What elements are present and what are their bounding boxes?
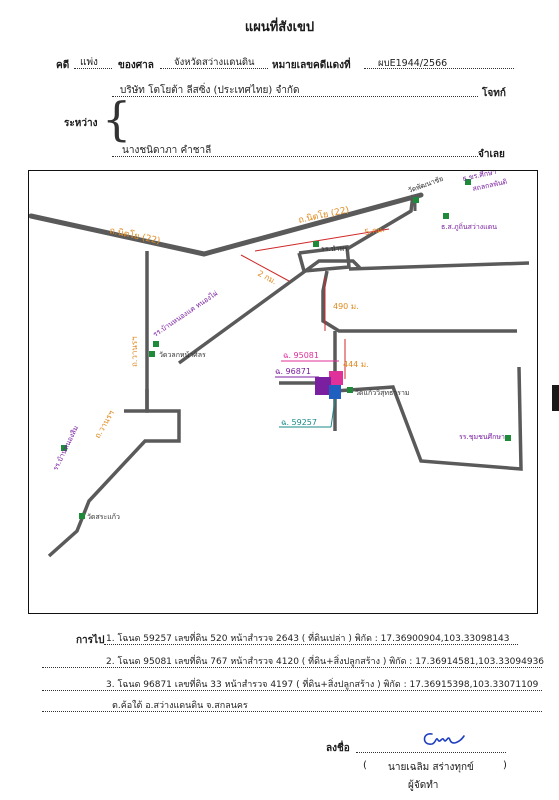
parcel-59257-leader [330,398,336,428]
marker-school-north [465,179,471,185]
distance-label-5km: 5 กม. [364,225,386,237]
court-name: จังหวัดสว่างแดนดิน [174,57,255,68]
road-north-branch [346,194,415,251]
parcel-label-96871: ฉ. 96871 [275,367,311,376]
name-close-paren: ) [503,760,507,771]
road-east [348,261,530,271]
map-drawing: ถ.นิตโย (22) ถ.นิตโย (22) ถ.วานรฯ ถ.วานร… [29,171,530,558]
road-central-block [297,245,351,273]
parcel-95081 [329,371,343,385]
court-name-line [160,68,268,69]
marker-school-nongsim [61,445,67,451]
place-label-school-nongkhae: รร.บ้านหนองแค หนองไผ่ [151,289,219,339]
parcel-label-59257: ฉ. 59257 [281,418,317,427]
page-edge-tab [552,385,559,411]
marker-school-namphon [313,241,319,247]
place-label-wat-phatthanachai: วัดพัฒนาชัย [407,175,444,195]
red-case-line [364,68,514,69]
distance-label-2km: 2 กม. [256,269,278,286]
place-label-wat-wonkna: วัดวลกหน้าศิลร [159,351,206,359]
road-west [47,251,181,558]
landmark-markers [61,179,511,519]
marker-school-nongkhae [153,341,159,347]
place-label-wat-kaeowisut: วัดแก้ววิสุทธาราม [355,389,409,397]
defendant-line [112,156,478,157]
direction-item-1: 1. โฉนด 59257 เลขที่ดิน 520 หน้าสำรวจ 26… [106,634,510,644]
distance-marker-2km [240,254,290,282]
place-label-bank: ธ.ส.ภูถิ่นสว่างแดน [441,222,497,231]
plaintiff-name: บริษัท โตโยต้า ลีสซิ่ง (ประเทศไทย) จำกัด [120,85,300,96]
plaintiff-line [112,96,478,97]
signer-role: ผู้จัดทำ [408,780,439,791]
distance-marker-5km [254,228,390,252]
marker-school-community [505,435,511,441]
marker-bank [443,213,449,219]
parcel-59257 [329,385,341,399]
place-label-school-namphon: รร.นำพร [321,245,348,253]
road-south-east [334,366,523,471]
red-case-number: ผบE1944/2566 [378,58,448,69]
place-label-school-north: ธ.ขร.ศึกษา [462,171,498,183]
red-case-label: หมายเลขคดีแดงที่ [272,60,351,71]
direction-item-3: 3. โฉนด 96871 เลขที่ดิน 33 หน้าสำรวจ 419… [106,680,539,690]
case-label: คดี [56,60,70,71]
signer-name: นายเฉลิม สร่างทุกข์ [388,762,474,773]
marker-wat-srakaeo [79,513,85,519]
place-label-school-community: รร.ชุมชนศึกษา [459,432,505,441]
parcel-label-95081: ฉ. 95081 [283,351,319,360]
page-title: แผนที่สังเขป [244,20,315,35]
marker-wat-wonkna [149,351,155,357]
direction-line-4 [42,711,542,712]
road-label-wanon-diagonal: ถ.วานรฯ [93,409,116,440]
road-label-wanon-vertical: ถ.วานรฯ [130,336,139,367]
road-west-link [124,389,149,413]
road-label-nittayo-west: ถ.นิตโย (22) [108,225,161,247]
place-label-wat-srakaeo: วัดสระแก้ว [87,513,120,521]
marker-wat-phatthanachai [413,197,419,203]
case-type: แพ่ง [80,57,98,68]
between-label: ระหว่าง [64,118,98,129]
place-label-school-north-2: สถลกลพันดิ [472,178,508,193]
direction-line-2 [42,667,542,668]
plaintiff-role: โจทก์ [482,88,506,99]
distance-label-490m: 490 ม. [333,302,359,311]
direction-line-3 [42,690,542,691]
case-type-line [74,68,112,69]
directions-label: การไป [76,635,105,646]
direction-item-4: ต.ค้อใต้ อ.สว่างแดนดิน จ.สกลนคร [112,701,248,711]
direction-line-1 [104,644,518,645]
name-open-paren: ( [363,760,367,771]
court-label: ของศาล [118,60,154,71]
sketch-map: ถ.นิตโย (22) ถ.นิตโย (22) ถ.วานรฯ ถ.วานร… [28,170,538,614]
highway-road [29,192,424,257]
party-brace: { [102,92,132,146]
defendant-role: จำเลย [478,149,505,160]
direction-item-2: 2. โฉนด 95081 เลขที่ดิน 767 หน้าสำรวจ 41… [106,657,545,667]
sign-label: ลงชื่อ [326,743,350,754]
place-label-school-nongsim: รร.บ้านหนองสิม [52,424,81,471]
handwritten-signature [423,733,465,745]
road-south [321,270,517,333]
distance-label-444m: 444 ม. [343,360,369,369]
parcel-96871 [315,377,331,395]
signature-line [356,752,506,753]
defendant-name: นางชนิดาภา คำชาลี [122,145,212,156]
marker-wat-kaeowisut [347,387,353,393]
